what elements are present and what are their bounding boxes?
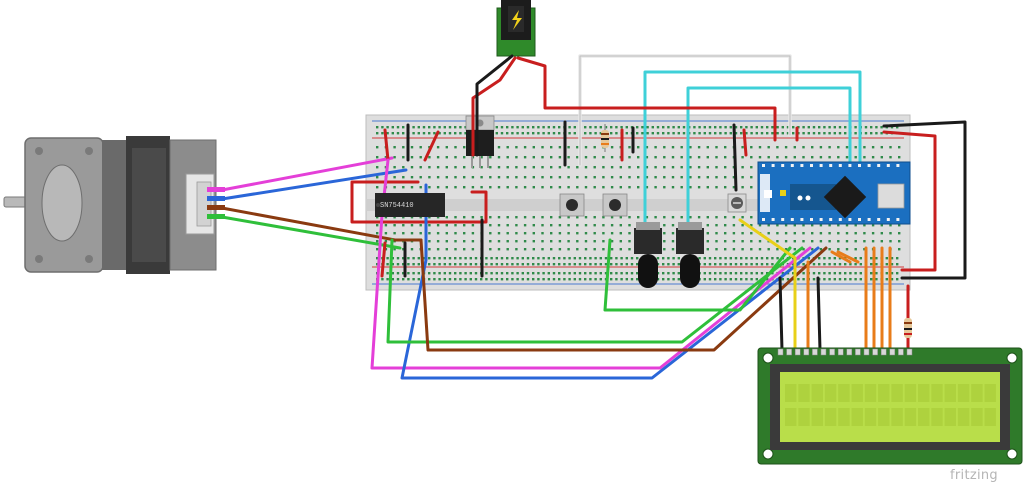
resistor-top bbox=[601, 124, 609, 152]
wire-blue-motor bbox=[220, 168, 408, 201]
wire-red-jack bbox=[516, 56, 777, 142]
wire-green-motor bbox=[220, 215, 402, 250]
push-buttons bbox=[559, 193, 628, 217]
wire-brown-long bbox=[419, 238, 828, 352]
potentiometer-right bbox=[676, 222, 704, 288]
wires bbox=[220, 54, 967, 380]
wire-green-long bbox=[386, 238, 804, 344]
arduino-nano bbox=[757, 161, 911, 225]
potentiometer-left bbox=[634, 222, 662, 288]
lcd-character-cells bbox=[785, 384, 996, 426]
wire-red-reg bbox=[471, 56, 517, 157]
wire-black-right bbox=[882, 120, 967, 280]
stepper-motor bbox=[3, 136, 225, 274]
lcd-display bbox=[757, 347, 1023, 465]
wire-black-jack bbox=[475, 54, 514, 157]
wire-yellow bbox=[738, 218, 797, 352]
wire-cyan-1 bbox=[643, 70, 862, 232]
wire-red-left bbox=[350, 180, 488, 224]
trimmer-pot bbox=[727, 193, 747, 213]
wire-green-pot bbox=[603, 238, 792, 312]
arduino-pins bbox=[762, 164, 900, 221]
lcd-header-pins bbox=[777, 348, 913, 356]
wire-red-right bbox=[882, 130, 937, 272]
fritzing-watermark: fritzing bbox=[950, 468, 998, 483]
dc-barrel-jack bbox=[496, 0, 536, 57]
driver-ic-label: SN754410 bbox=[380, 202, 414, 210]
power-icon bbox=[512, 10, 522, 30]
wire-cyan-2 bbox=[686, 86, 852, 232]
wire-magenta-motor bbox=[220, 156, 394, 192]
motor-driver-ic: SN754410 bbox=[375, 193, 445, 217]
wire-brown-motor bbox=[220, 206, 423, 242]
resistor-lcd bbox=[904, 318, 912, 338]
wire-blue-long bbox=[400, 183, 820, 380]
